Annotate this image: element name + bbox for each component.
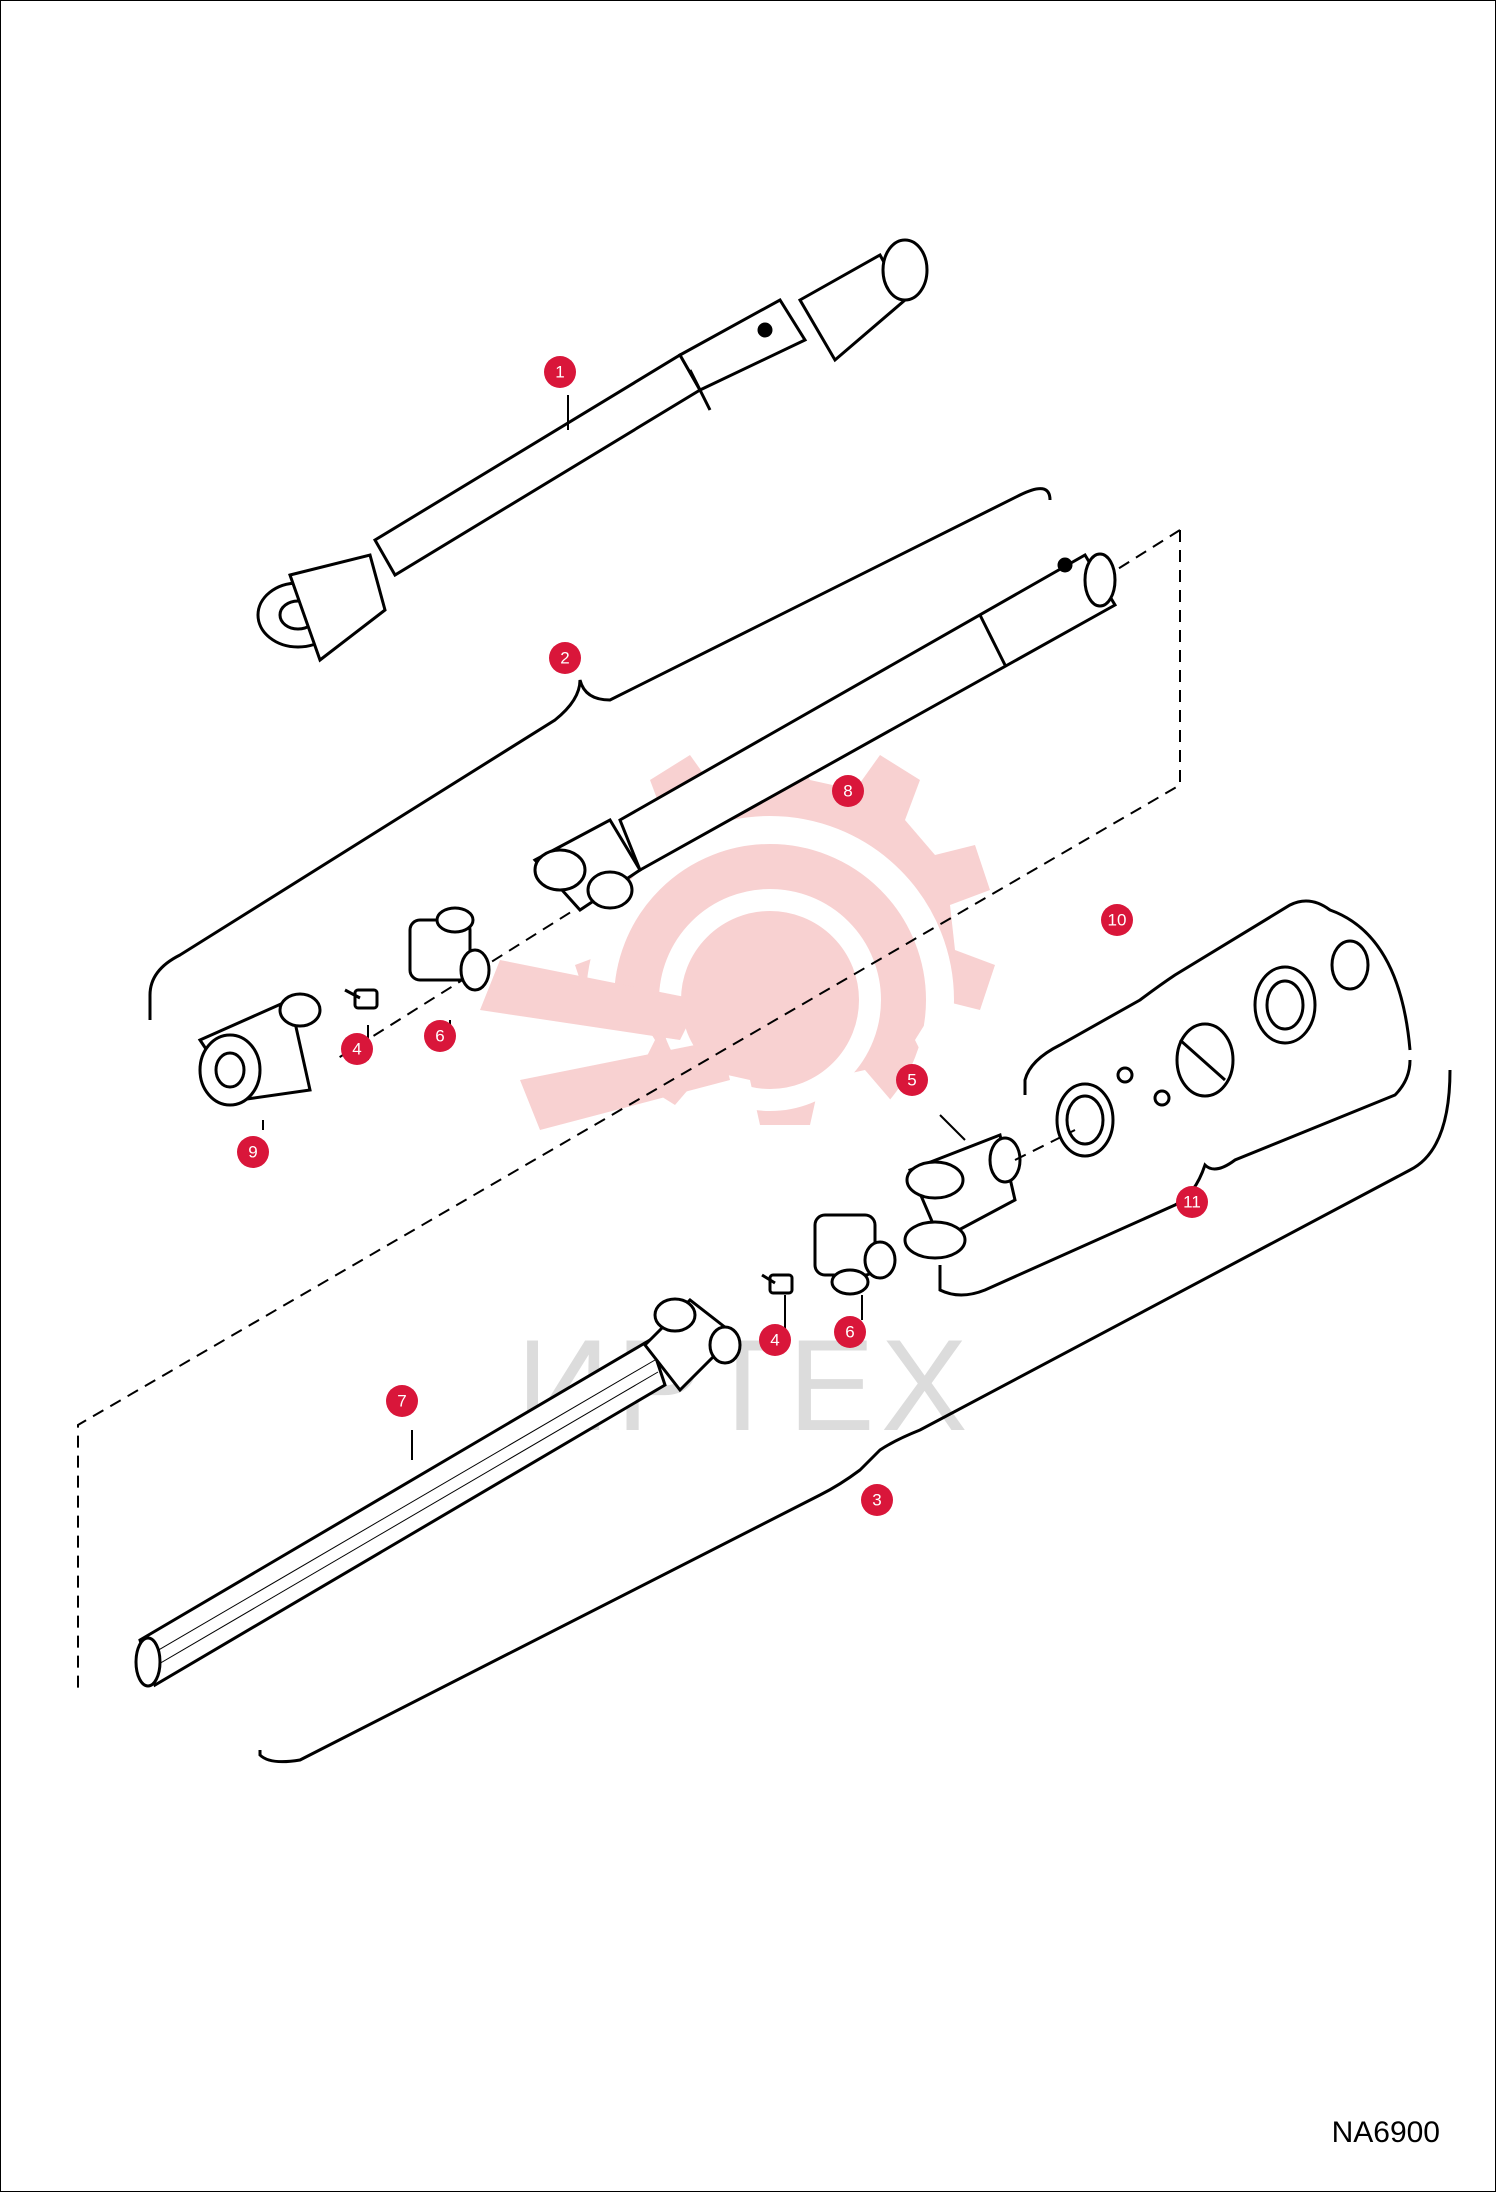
- grease-fitting-part-4-upper: [344, 988, 379, 1010]
- group-bracket-2: [148, 487, 1052, 1020]
- callout-6-lower: 6: [834, 1316, 866, 1348]
- callout-3: 3: [861, 1484, 893, 1516]
- cross-part-6-upper: [408, 906, 491, 992]
- svg-text:3: 3: [872, 1491, 881, 1510]
- callout-11: 11: [1176, 1186, 1208, 1218]
- svg-text:4: 4: [352, 1040, 361, 1059]
- svg-text:10: 10: [1108, 911, 1127, 930]
- svg-text:11: 11: [1183, 1193, 1201, 1212]
- svg-text:9: 9: [248, 1143, 257, 1162]
- drive-shaft-assembly: [256, 238, 929, 663]
- callout-6-upper: 6: [424, 1020, 456, 1052]
- callout-4-lower: 4: [759, 1324, 791, 1356]
- splined-shaft-part-7: [134, 1297, 742, 1688]
- svg-text:4: 4: [770, 1331, 779, 1350]
- cross-part-6-lower: [813, 1213, 897, 1296]
- svg-text:8: 8: [843, 782, 852, 801]
- seal-parts-10: [1055, 939, 1370, 1158]
- group-bracket-10: [1023, 899, 1412, 1095]
- callout-5: 5: [896, 1064, 928, 1096]
- callout-4-upper: 4: [341, 1033, 373, 1065]
- callout-10: 10: [1101, 904, 1133, 936]
- figure-code: NA6900: [1331, 2116, 1440, 2149]
- svg-text:7: 7: [397, 1392, 406, 1411]
- svg-text:6: 6: [845, 1323, 854, 1342]
- svg-text:5: 5: [907, 1071, 916, 1090]
- svg-text:2: 2: [560, 649, 569, 668]
- yoke-part-9: [197, 992, 322, 1107]
- svg-text:6: 6: [435, 1027, 444, 1046]
- tube-part-8: [532, 552, 1118, 912]
- grease-fitting-part-4-lower: [761, 1273, 794, 1295]
- callout-1: 1: [544, 356, 576, 388]
- callout-9: 9: [237, 1136, 269, 1168]
- group-bracket-11: [938, 1059, 1412, 1297]
- svg-text:1: 1: [555, 363, 564, 382]
- callout-8: 8: [832, 775, 864, 807]
- callout-2: 2: [549, 642, 581, 674]
- yoke-part-5: [903, 1129, 1076, 1260]
- callout-7: 7: [386, 1385, 418, 1417]
- group-bracket-3: [258, 1069, 1452, 1764]
